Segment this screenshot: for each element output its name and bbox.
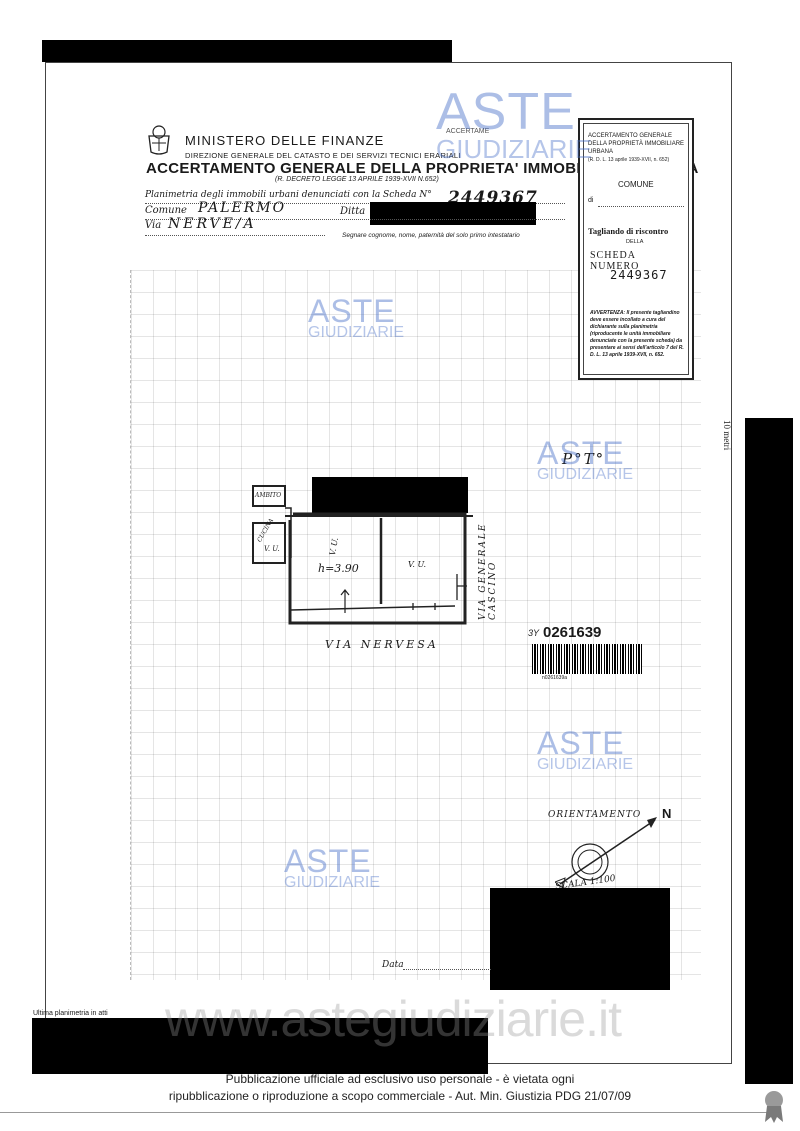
floor-label: P°T°	[562, 450, 606, 468]
barcode-small: n0261639a	[542, 675, 568, 681]
watermark-group-3: ASTE GIUDIZIARIE	[537, 435, 634, 483]
notice-line-2: ripubblicazione o riproduzione a scopo c…	[168, 1089, 632, 1103]
comune-label: Comune	[145, 205, 187, 216]
via-line	[145, 235, 325, 236]
notice-line-1: Pubblicazione ufficiale ad esclusivo uso…	[225, 1072, 575, 1086]
cucina-vu: V. U.	[264, 545, 280, 553]
site-watermark: www.astegiudiziarie.it	[165, 991, 622, 1047]
watermark-giudiziarie: GIUDIZIARIE	[308, 324, 405, 341]
ministry-direction: DIREZIONE GENERALE DEL CATASTO E DEI SER…	[185, 151, 461, 160]
compass-icon	[555, 817, 657, 889]
tally-scheda-label: SCHEDA NUMERO	[590, 250, 640, 272]
watermark-giudiziarie: GIUDIZIARIE	[537, 756, 634, 773]
barcode-prefix: 3Y	[528, 628, 540, 638]
planimetria-label: Planimetria degli immobili urbani denunc…	[145, 190, 432, 200]
ultima-planimetria: Ultima planimetria in atti	[33, 1010, 108, 1017]
plan-grid	[130, 270, 701, 980]
redaction-top	[42, 40, 452, 62]
data-label: Data	[382, 960, 404, 970]
room-label-2: V. U.	[408, 560, 427, 569]
watermark-group-4: ASTE GIUDIZIARIE	[537, 725, 634, 773]
footer-rule	[0, 1112, 770, 1113]
tally-avvertenza: AVVERTENZA: Il presente tagliandino deve…	[590, 310, 684, 358]
redaction-right-bar	[745, 418, 793, 1084]
ministry-name: MINISTERO DELLE FINANZE	[185, 133, 385, 148]
redaction-signature	[490, 888, 670, 990]
ditta-label: Ditta	[340, 206, 366, 217]
ambito-label: AMBITO	[255, 492, 282, 499]
north-label: N	[662, 806, 672, 821]
orientation-label: ORIENTAMENTO	[548, 810, 642, 820]
redaction-plan-label	[312, 477, 468, 513]
watermark-aste: ASTE	[537, 435, 625, 471]
tally-tagliando: Tagliando di riscontro	[588, 226, 669, 236]
tally-di: di	[588, 197, 594, 204]
document-title: ACCERTAMENTO GENERALE DELLA PROPRIETA' I…	[146, 160, 699, 177]
room-height: h=3.90	[318, 562, 359, 575]
tally-scheda-number: 2449367	[610, 268, 668, 282]
watermark-aste: ASTE	[284, 843, 372, 879]
tally-decree: (R. D. L. 13 aprile 1939-XVII, n. 652)	[588, 157, 670, 163]
redaction-ditta	[370, 202, 536, 225]
decree-reference: (R. DECRETO LEGGE 13 APRILE 1939-XVII N.…	[275, 176, 439, 183]
segnare-note: Segnare cognome, nome, paternità del sol…	[342, 232, 520, 239]
watermark-group-2: ASTE GIUDIZIARIE	[308, 293, 405, 341]
watermark-group-1: ASTE GIUDIZIARIE	[436, 83, 593, 164]
tally-stub: ACCERTAMENTO GENERALE DELLA PROPRIETÀ IM…	[578, 118, 694, 380]
side-scale-label: 10 metri	[722, 420, 732, 451]
comune-line	[145, 219, 565, 220]
watermark-giudiziarie: GIUDIZIARIE	[537, 466, 634, 483]
street-right: VIA GENERALE CASCINO	[478, 522, 498, 620]
barcode-icon	[532, 644, 642, 674]
watermark-giudiziarie: GIUDIZIARIE	[436, 134, 593, 164]
watermark-group-5: ASTE GIUDIZIARIE	[284, 843, 381, 891]
award-ribbon-icon	[762, 1090, 786, 1124]
watermark-aste: ASTE	[537, 725, 625, 761]
ministry-emblem-icon	[145, 122, 173, 156]
via-value: NERVE/A	[168, 216, 257, 232]
tally-header: ACCERTAMENTO GENERALE DELLA PROPRIETÀ IM…	[588, 133, 685, 155]
watermark-aste: ASTE	[436, 83, 576, 141]
watermark-aste: ASTE	[308, 293, 396, 329]
floor-plan-drawing	[252, 485, 473, 625]
planimetria-line	[145, 203, 565, 204]
accertamento-stamp: ACCERTAME	[446, 128, 490, 135]
street-bottom: VIA NERVESA	[325, 638, 439, 651]
barcode-number: 0261639	[543, 624, 602, 641]
watermark-giudiziarie: GIUDIZIARIE	[284, 874, 381, 891]
tally-della: DELLA	[626, 239, 644, 245]
tally-comune: COMUNE	[618, 180, 654, 189]
comune-value: PALERMO	[198, 200, 287, 216]
tally-di-line	[598, 206, 684, 207]
redaction-footer	[32, 1018, 488, 1074]
data-line	[403, 969, 491, 970]
via-label: Via	[145, 220, 162, 231]
